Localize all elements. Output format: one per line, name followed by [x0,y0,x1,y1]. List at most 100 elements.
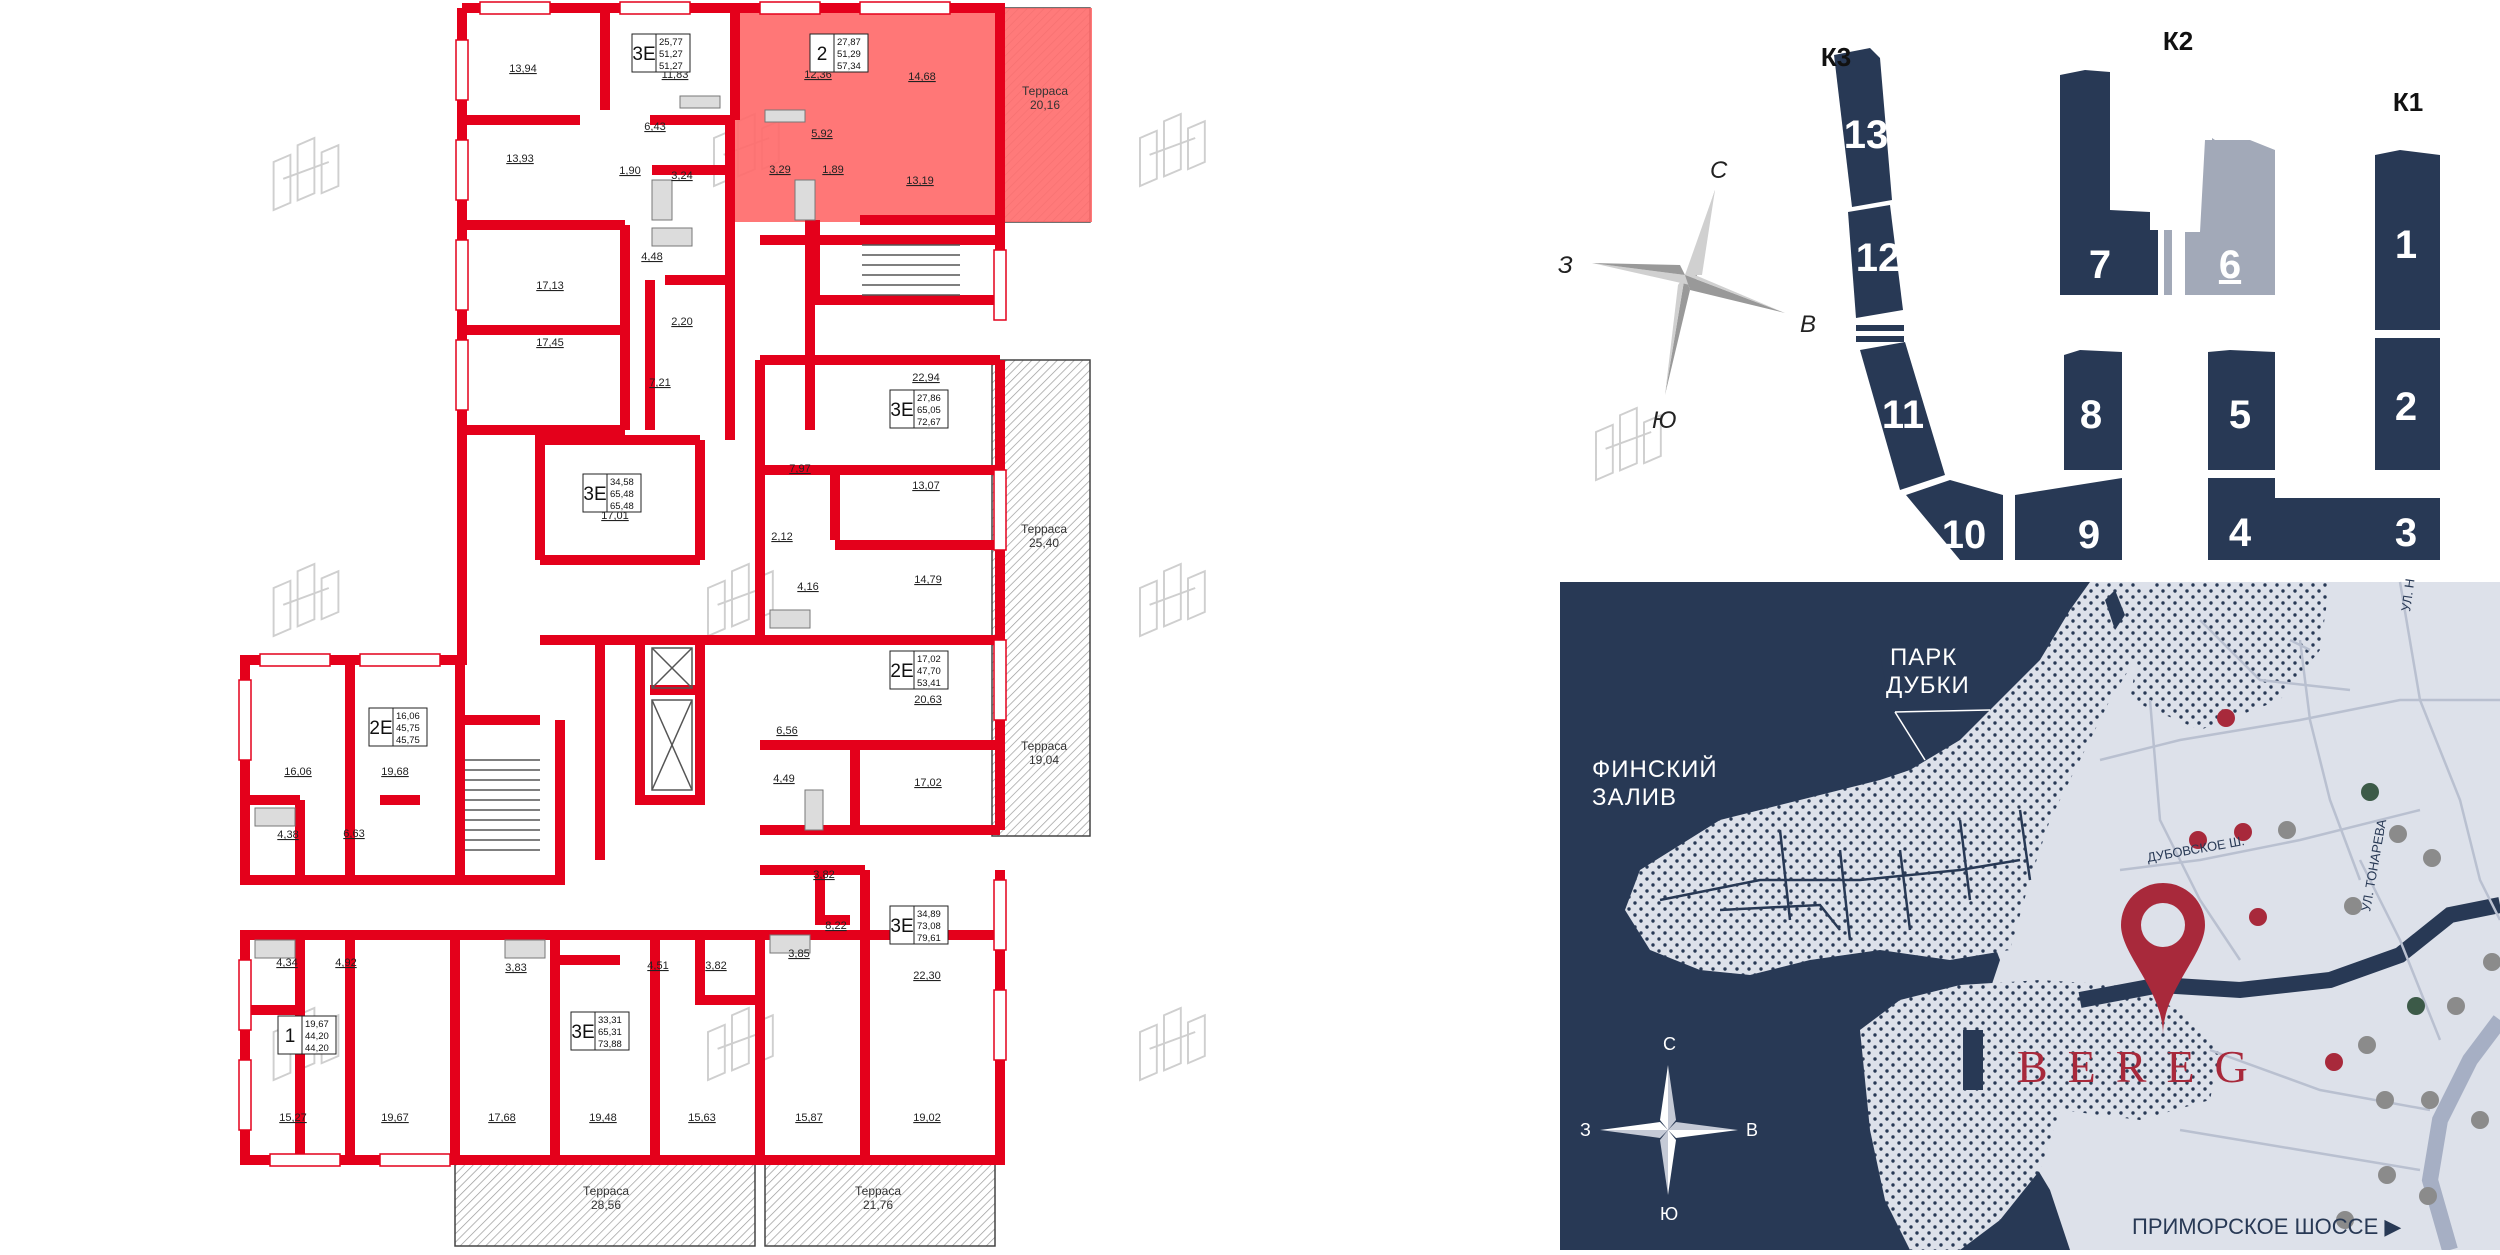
gulf-label-line1: ФИНСКИЙ [1592,755,1718,783]
room-area-label: 17,68 [488,1112,516,1124]
room-area-label: 13,07 [912,480,940,492]
park-paths [1659,809,2032,941]
building-number[interactable]: 8 [2080,393,2102,437]
compass-north-label: С [1710,157,1728,184]
bereg-brand: BEREG [2017,1041,2268,1092]
room-area-label: 13,93 [506,153,534,165]
room-area-label: 5,92 [811,128,832,140]
apartment-box-frame [889,650,949,690]
connector [2150,230,2158,295]
apartment-area-value: 19,67 [305,1019,329,1030]
room-area-label: 14,68 [908,71,936,83]
building-2 [2375,338,2440,470]
gulf-label-line2: ЗАЛИВ [1592,784,1677,811]
apartment-area-value: 73,08 [917,921,941,932]
apartment-area-value: 25,77 [659,37,683,48]
terrace-name: Терраса [1021,739,1067,753]
map-inner-dots [2130,582,2330,730]
building-1 [2375,150,2440,330]
building-number[interactable]: 11 [1882,393,1924,437]
building-number[interactable]: 12 [1856,236,1901,280]
room-area-label: 13,19 [906,175,934,187]
room-area-label: 16,06 [284,766,312,778]
terrace-labels: Терраса20,16Терраса25,40Терраса19,04Терр… [583,84,1068,1212]
building-number[interactable]: 3 [2395,511,2417,555]
stair-flight [465,244,960,851]
apartment-area-value: 17,02 [917,654,941,665]
map-lake [1880,640,1905,700]
room-area-label: 4,34 [276,957,297,969]
room-area-label: 15,27 [279,1112,307,1124]
building-7 [2060,70,2150,295]
building-number[interactable]: 9 [2078,513,2100,557]
apartment-area-value: 44,20 [305,1043,329,1054]
building-number[interactable]: 13 [1844,113,1889,157]
apartment-area-value: 51,27 [659,61,683,72]
map-lake [2105,590,2125,630]
room-area-label: 17,45 [536,337,564,349]
apartment-type: 2 [817,44,828,65]
apartment-area-value: 27,87 [837,37,861,48]
room-area-label: 7,21 [649,377,670,389]
room-area-label: 4,49 [773,773,794,785]
room-area-label: 4,48 [641,251,662,263]
room-area-label: 15,87 [795,1112,823,1124]
building-number[interactable]: 5 [2229,393,2251,437]
room-area-label: 17,13 [536,280,564,292]
apartment-type: 1 [285,1026,296,1047]
selected-terrace [1000,8,1092,222]
room-area-label: 22,30 [913,970,941,982]
terrace-name: Терраса [1022,84,1068,98]
apartment-area-value: 65,48 [610,501,634,512]
terrace-area: 20,16 [1030,98,1060,112]
apartment-area-value: 65,05 [917,405,941,416]
primorskoe-highway-label: ПРИМОРСКОЕ ШОССЕ ▶ [2132,1214,2401,1239]
terrace-name: Терраса [855,1184,901,1198]
room-area-label: 3,24 [671,170,692,182]
room-area-label: 2,12 [771,531,792,543]
room-area-label: 19,67 [381,1112,409,1124]
top-street-label: УЛ. Н [2398,578,2417,613]
apartment-box-frame [277,1015,337,1055]
building-number[interactable]: 4 [2229,511,2252,555]
room-area-label: 15,63 [688,1112,716,1124]
apartment-area-value: 34,58 [610,477,634,488]
room-area-label: 3,82 [813,869,834,881]
building-number[interactable]: 10 [1942,513,1987,557]
building-8 [2064,350,2122,470]
map-compass: С Ю З В [1580,1034,1758,1224]
building-12 [1848,205,1903,318]
apartment-box-frame [889,389,949,429]
room-area-label: 20,63 [914,694,942,706]
building-number[interactable]: 1 [2395,223,2417,267]
building-number[interactable]: 7 [2089,243,2111,287]
building-number[interactable]: 2 [2395,385,2417,429]
map-park-dubki [1625,582,2160,975]
apartment-area-value: 53,41 [917,678,941,689]
room-area-label: 6,63 [343,828,364,840]
bath-fixtures [254,95,824,959]
map-poi-dots [2189,709,2500,1229]
apartment-area-value: 51,27 [659,49,683,60]
compass-east-label: В [1800,311,1816,338]
building-number[interactable]: 6 [2219,243,2241,287]
apartment-box-frame [368,707,428,747]
room-area-label: 6,43 [644,121,665,133]
apartment-area-value: 72,67 [917,417,941,428]
terrace-name: Терраса [1021,522,1067,536]
connector [1856,336,1904,342]
